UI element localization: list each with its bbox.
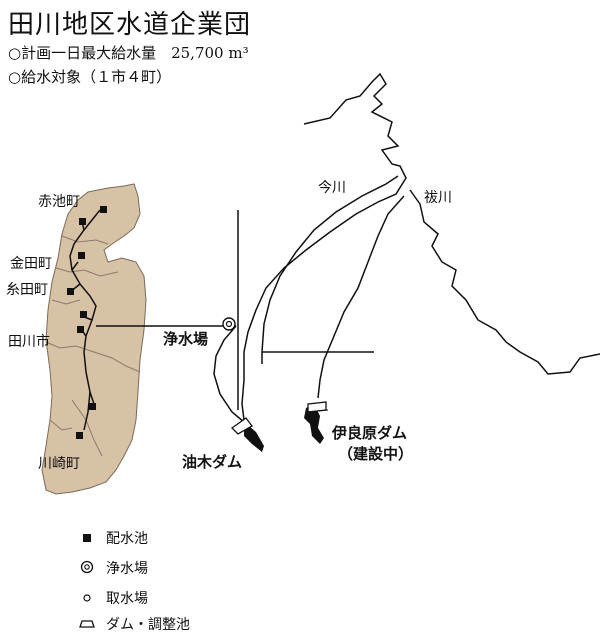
purification-plant-icon <box>78 560 96 578</box>
legend-item-purification: 浄水場 <box>78 558 148 578</box>
service-targets: ○給水対象（１市４町） <box>8 68 172 86</box>
legend-label-dam: ダム・調整池 <box>106 617 190 633</box>
guide-lines <box>237 210 374 410</box>
aburagi-dam <box>230 417 264 452</box>
legend-label-reservoir: 配水池 <box>106 531 148 547</box>
intake-pipe <box>213 325 245 423</box>
municipal-boundaries <box>45 235 141 457</box>
planned-capacity: ○計画一日最大給水量 25,700 m³ <box>8 44 249 62</box>
label-aburagi-dam: 油木ダム <box>182 453 242 471</box>
haraegawa-river <box>409 189 600 375</box>
dam-icon <box>78 617 96 633</box>
label-akaike: 赤池町 <box>38 194 80 210</box>
reservoir-kanada <box>78 252 85 259</box>
reservoir-itoda <box>67 288 74 295</box>
legend-label-purification: 浄水場 <box>106 561 148 577</box>
reservoir-akaike <box>100 206 107 213</box>
label-kanada: 金田町 <box>10 256 52 272</box>
reservoir-tagawa-2 <box>77 326 84 333</box>
imagawa-river <box>241 72 407 421</box>
label-haraegawa: 祓川 <box>424 190 452 206</box>
rivers <box>213 72 600 423</box>
reservoir-icon <box>78 531 96 547</box>
imagawa-branch <box>261 175 399 364</box>
page-title: 田川地区水道企業団 <box>8 10 252 40</box>
reservoir-tagawa-1 <box>80 311 87 318</box>
irahara-dam <box>304 401 329 444</box>
purification-plant-marker <box>222 317 236 331</box>
label-irahara-status: （建設中） <box>338 445 413 463</box>
legend-item-dam: ダム・調整池 <box>78 614 190 634</box>
reservoir-markers <box>67 206 107 439</box>
label-tagawa: 田川市 <box>8 333 50 350</box>
legend-label-intake: 取水場 <box>106 591 148 607</box>
reservoir-kawasaki-2 <box>76 432 83 439</box>
label-purification-plant: 浄水場 <box>163 330 208 348</box>
label-itoda: 糸田町 <box>6 282 48 298</box>
haraegawa-branch <box>317 195 405 399</box>
label-irahara-dam: 伊良原ダム <box>331 424 407 442</box>
intake-station-icon <box>78 591 96 607</box>
reservoir-akaike-2 <box>79 218 86 225</box>
service-area <box>41 183 147 495</box>
label-kawasaki: 川崎町 <box>38 456 80 472</box>
label-imagawa: 今川 <box>318 180 346 196</box>
distribution-pipes <box>69 209 236 431</box>
reservoir-kawasaki-1 <box>89 403 96 410</box>
legend-item-intake: 取水場 <box>78 588 148 608</box>
legend-item-reservoir: 配水池 <box>78 528 148 548</box>
